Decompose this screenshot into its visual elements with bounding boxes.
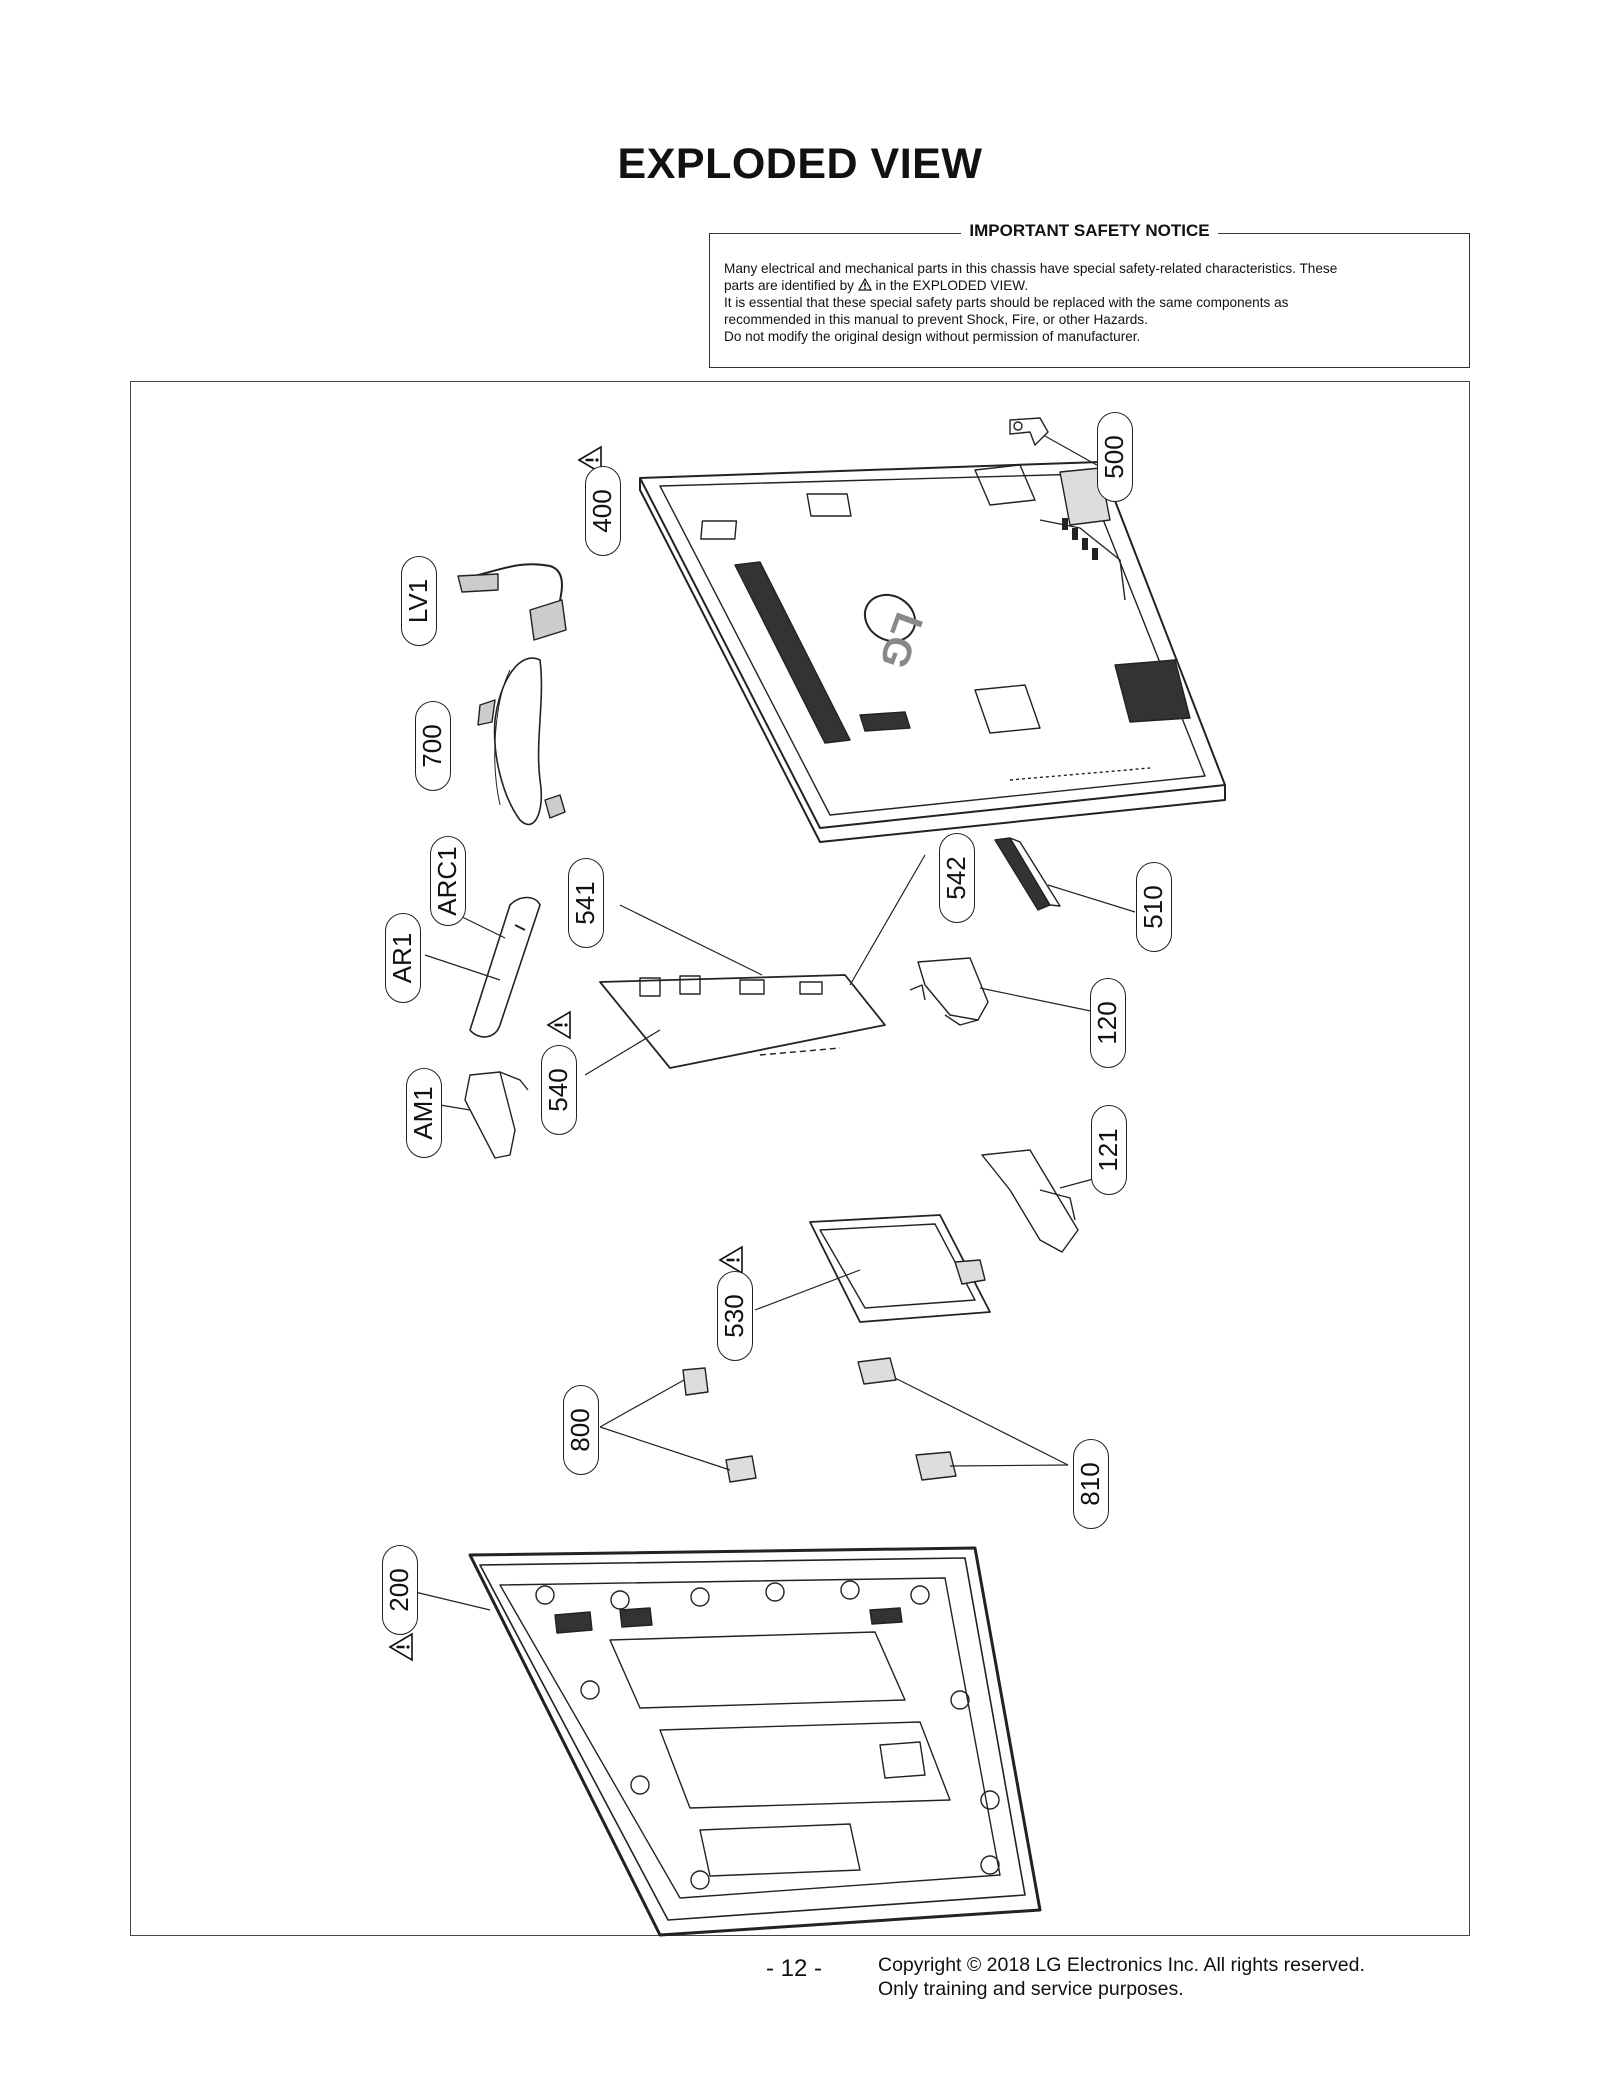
part-label-800: 800 [563, 1385, 599, 1475]
warning-triangle-icon [718, 1245, 743, 1275]
part-label-540: 540 [541, 1045, 577, 1135]
warning-triangle-icon [546, 1010, 571, 1040]
part-label-200: 200 [382, 1545, 418, 1635]
notice-line: recommended in this manual to prevent Sh… [724, 312, 1148, 327]
notice-line: Many electrical and mechanical parts in … [724, 261, 1338, 276]
notice-line: parts are identified by in the EXPLODED … [724, 278, 1029, 293]
page-title: EXPLODED VIEW [617, 140, 983, 188]
part-label-542: 542 [939, 833, 975, 923]
part-label-lv1: LV1 [401, 556, 437, 646]
part-label-500: 500 [1097, 412, 1133, 502]
safety-notice-heading: IMPORTANT SAFETY NOTICE [961, 221, 1218, 240]
part-label-530: 530 [717, 1271, 753, 1361]
part-label-120: 120 [1090, 978, 1126, 1068]
purpose-line: Only training and service purposes. [878, 1978, 1184, 2000]
lv1-cable-drawing [457, 563, 567, 641]
remote-control-drawing [469, 896, 541, 1038]
part-810-drawing [857, 1357, 957, 1481]
part-510-drawing [994, 837, 1061, 911]
part-label-541: 541 [568, 858, 604, 948]
notice-line: Do not modify the original design withou… [724, 329, 1141, 344]
part-label-arc1: ARC1 [430, 836, 466, 926]
power-board-drawing [809, 1214, 991, 1323]
power-cord-drawing [477, 657, 566, 826]
part-label-am1: AM1 [406, 1068, 442, 1158]
copyright-notice: Copyright © 2018 LG Electronics Inc. All… [878, 1953, 1365, 2001]
am1-bracket-drawing [464, 1071, 529, 1159]
notice-line: It is essential that these special safet… [724, 295, 1289, 310]
copyright-line: Copyright © 2018 LG Electronics Inc. All… [878, 1954, 1365, 1976]
part-label-400: 400 [585, 466, 621, 556]
part-label-810: 810 [1073, 1439, 1109, 1529]
part-800-drawing [682, 1367, 757, 1483]
warning-triangle-icon [388, 1632, 413, 1662]
part-121-drawing [981, 1149, 1079, 1253]
part-label-510: 510 [1136, 862, 1172, 952]
back-cover-drawing: LG [639, 461, 1226, 843]
safety-notice-text: Many electrical and mechanical parts in … [724, 260, 1455, 345]
front-chassis-drawing [468, 1546, 1042, 1937]
warning-triangle-icon [857, 278, 872, 291]
part-500-drawing [1009, 417, 1049, 446]
diagram-frame [130, 381, 1470, 1936]
safety-notice-box: IMPORTANT SAFETY NOTICE Many electrical … [709, 221, 1470, 368]
part-120-drawing [909, 957, 989, 1026]
part-label-700: 700 [415, 701, 451, 791]
part-label-ar1: AR1 [385, 913, 421, 1003]
part-label-121: 121 [1091, 1105, 1127, 1195]
page-number: - 12 - [766, 1955, 823, 1982]
main-board-drawing [599, 974, 886, 1069]
